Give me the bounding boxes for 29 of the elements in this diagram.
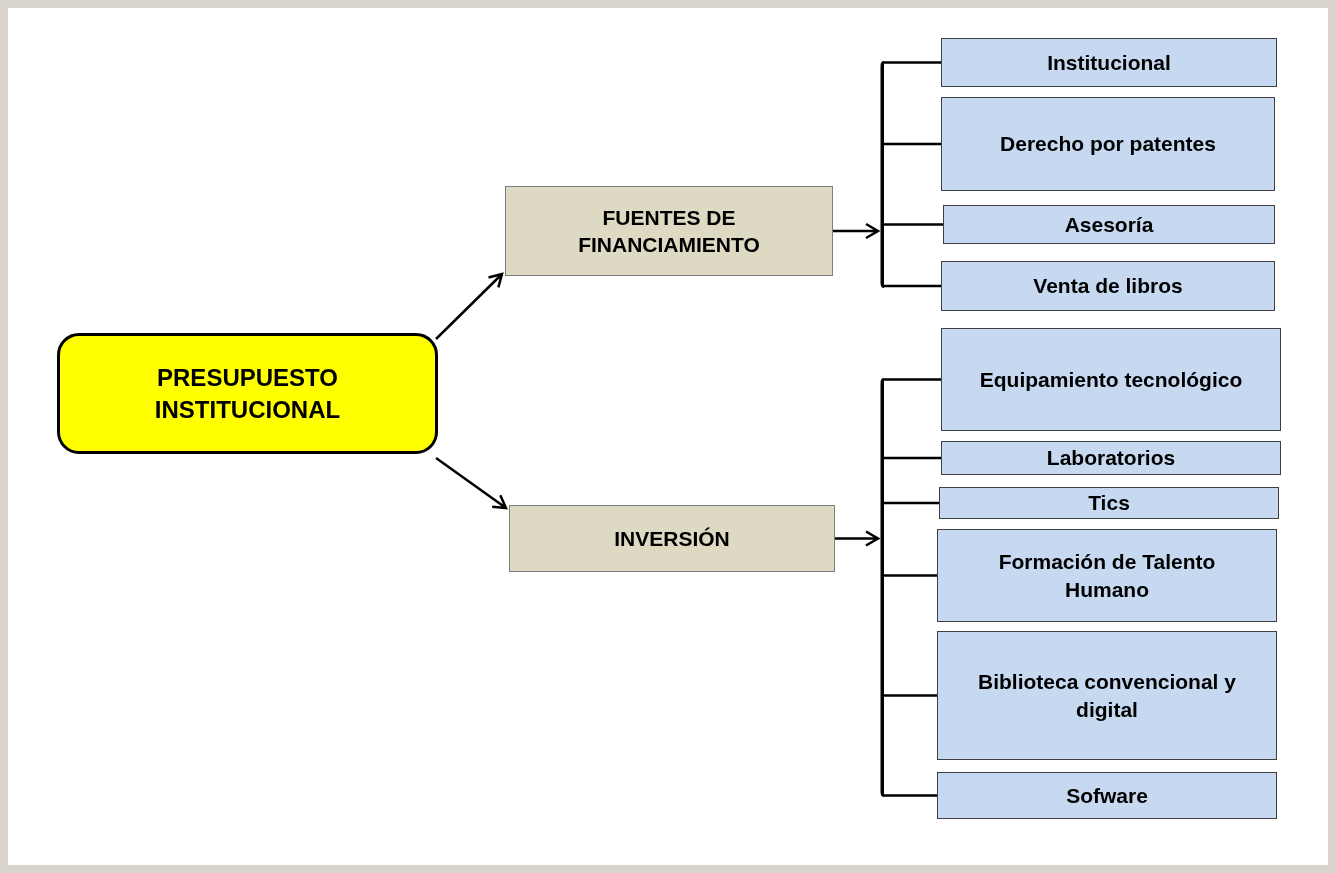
connector-line <box>884 61 941 64</box>
connector-line <box>884 142 941 146</box>
connector-line <box>884 378 941 381</box>
item-box: Formación de Talento Humano <box>937 529 1277 622</box>
root-box: PRESUPUESTO INSTITUCIONAL <box>57 333 438 454</box>
category-box: FUENTES DE FINANCIAMIENTO <box>505 186 833 276</box>
arrow <box>434 456 508 510</box>
item-box: Institucional <box>941 38 1277 87</box>
connector-line <box>884 284 941 288</box>
connector-line <box>884 501 939 505</box>
connector-line <box>884 694 937 697</box>
item-box: Laboratorios <box>941 441 1281 475</box>
arrow <box>434 272 504 341</box>
item-box: Asesoría <box>943 205 1275 244</box>
bracket <box>878 61 884 288</box>
item-box: Equipamiento tecnológico <box>941 328 1281 431</box>
item-box: Derecho por patentes <box>941 97 1275 191</box>
category-box: INVERSIÓN <box>509 505 835 572</box>
item-box: Sofware <box>937 772 1277 819</box>
connector-line <box>884 574 937 577</box>
bracket <box>878 378 884 797</box>
connector-line <box>884 456 941 460</box>
item-box: Biblioteca convencional y digital <box>937 631 1277 760</box>
connector-line <box>884 223 943 226</box>
arrow <box>833 530 881 547</box>
item-box: Tics <box>939 487 1279 519</box>
connector-line <box>884 794 937 797</box>
item-box: Venta de libros <box>941 261 1275 311</box>
arrow <box>831 222 881 240</box>
